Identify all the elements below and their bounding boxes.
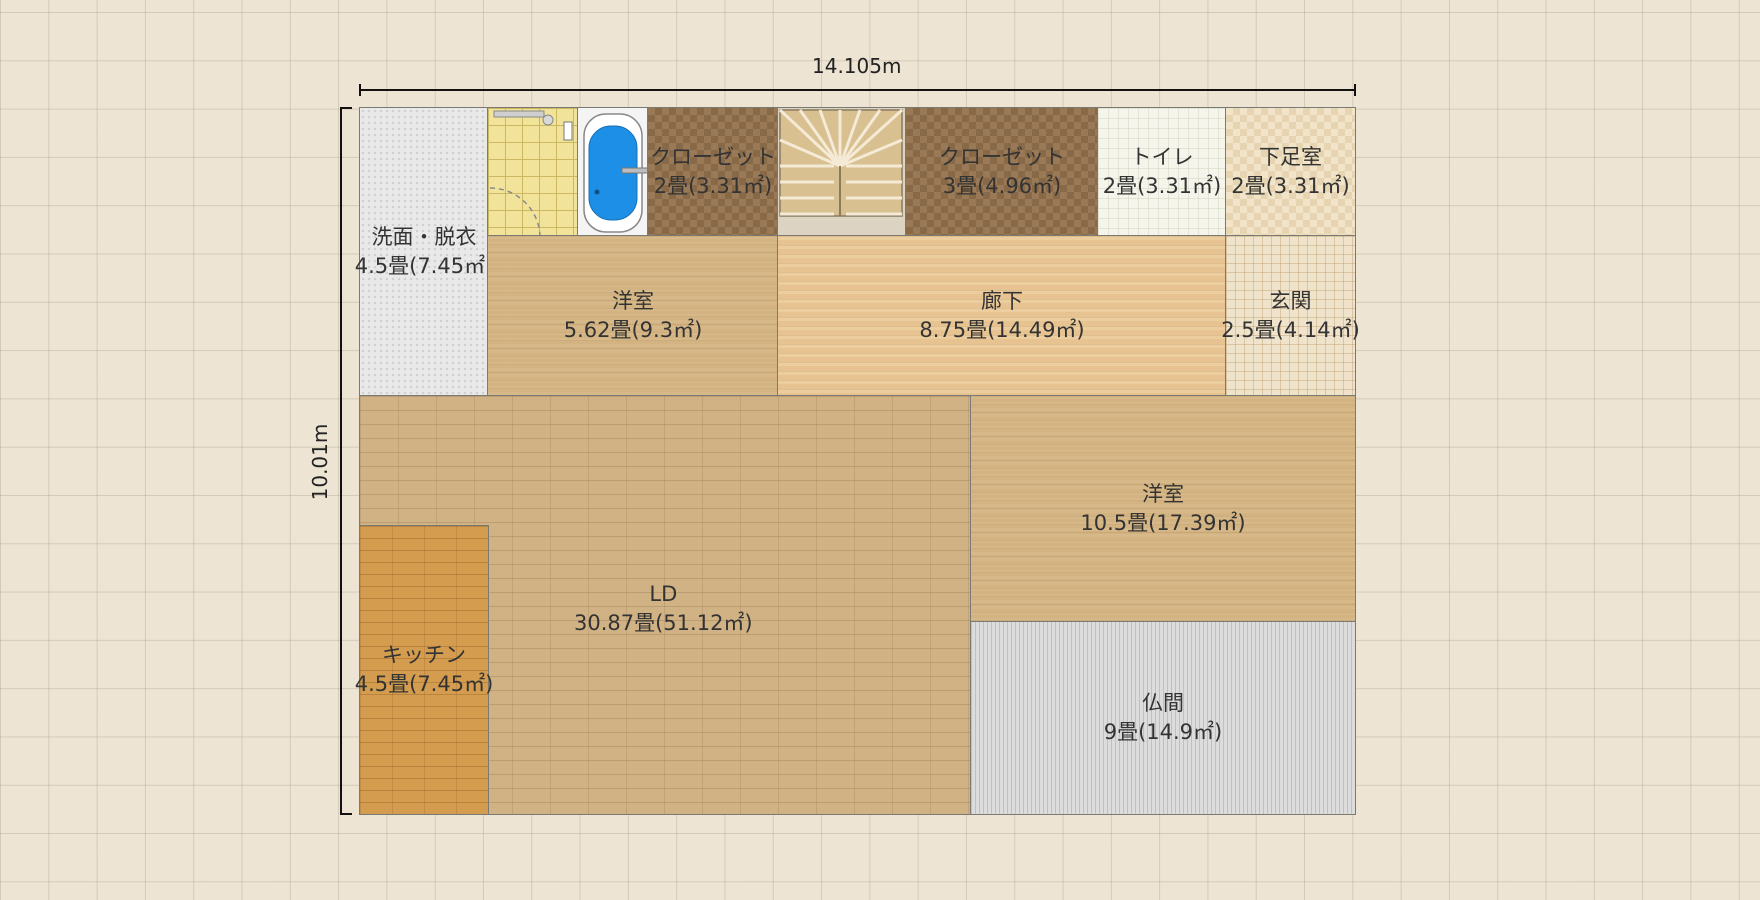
room-area: 2畳(3.31㎡) bbox=[1102, 174, 1222, 198]
room-closet-2[interactable]: クローゼット 3畳(4.96㎡) bbox=[905, 107, 1099, 237]
room-label: トイレ 2畳(3.31㎡) bbox=[1103, 143, 1222, 201]
height-dimension-line bbox=[340, 107, 342, 815]
room-area: 9畳(14.9㎡) bbox=[1103, 720, 1223, 744]
room-label: 下足室 2畳(3.31㎡) bbox=[1231, 143, 1350, 201]
room-butsuma[interactable]: 仏間 9畳(14.9㎡) bbox=[970, 621, 1356, 815]
room-label: 洋室 10.5畳(17.39㎡) bbox=[1080, 480, 1245, 538]
room-bath[interactable] bbox=[487, 107, 579, 237]
room-area: 8.75畳(14.49㎡) bbox=[919, 318, 1085, 342]
room-area: 4.5畳(7.45㎡) bbox=[354, 254, 494, 278]
room-entrance[interactable]: 玄関 2.5畳(4.14㎡) bbox=[1221, 235, 1360, 397]
staircase-icon bbox=[778, 108, 904, 217]
room-name: 洋室 bbox=[611, 289, 654, 313]
room-senmen-datsui[interactable]: 洗面・脱衣 4.5畳(7.45㎡) bbox=[355, 107, 493, 397]
room-name: クローゼット bbox=[650, 145, 776, 169]
room-toilet[interactable]: トイレ 2畳(3.31㎡) bbox=[1097, 107, 1227, 237]
height-dimension-label: 10.01m bbox=[308, 423, 332, 501]
room-stairs[interactable] bbox=[777, 107, 907, 237]
room-name: クローゼット bbox=[939, 145, 1065, 169]
room-area: 30.87畳(51.12㎡) bbox=[574, 611, 753, 635]
room-label: 廊下 8.75畳(14.49㎡) bbox=[919, 287, 1084, 345]
width-dimension-label: 14.105m bbox=[812, 54, 902, 78]
width-dimension-line bbox=[359, 89, 1356, 91]
height-dimension-tick-top bbox=[340, 107, 352, 109]
room-label: クローゼット 3畳(4.96㎡) bbox=[939, 143, 1065, 201]
room-youshitsu-2[interactable]: 洋室 10.5畳(17.39㎡) bbox=[970, 395, 1356, 623]
width-dimension-tick-left bbox=[359, 84, 361, 96]
room-label: 洋室 5.62畳(9.3㎡) bbox=[564, 287, 703, 345]
room-kitchen[interactable]: キッチン 4.5畳(7.45㎡) bbox=[355, 525, 493, 815]
room-area: 3畳(4.96㎡) bbox=[942, 174, 1062, 198]
room-name: トイレ bbox=[1130, 145, 1194, 169]
room-label: キッチン 4.5畳(7.45㎡) bbox=[355, 641, 494, 699]
room-name: LD bbox=[649, 582, 678, 606]
room-area: 4.5畳(7.45㎡) bbox=[354, 672, 494, 696]
shower-icon bbox=[489, 110, 573, 237]
room-name: 廊下 bbox=[980, 289, 1023, 313]
room-area: 10.5畳(17.39㎡) bbox=[1080, 511, 1246, 535]
room-name: 下足室 bbox=[1258, 145, 1322, 169]
room-label: LD 30.87畳(51.12㎡) bbox=[574, 580, 753, 638]
room-name: 玄関 bbox=[1269, 289, 1312, 313]
room-area: 5.62畳(9.3㎡) bbox=[563, 318, 703, 342]
room-name: 洗面・脱衣 bbox=[371, 225, 477, 249]
floor-plan: 洗面・脱衣 4.5畳(7.45㎡) クローゼット 2畳(3.31㎡) bbox=[355, 107, 1360, 815]
room-area: 2.5畳(4.14㎡) bbox=[1221, 318, 1360, 342]
room-youshitsu-1[interactable]: 洋室 5.62畳(9.3㎡) bbox=[487, 235, 779, 397]
room-hallway[interactable]: 廊下 8.75畳(14.49㎡) bbox=[777, 235, 1227, 397]
room-name: キッチン bbox=[382, 643, 466, 667]
room-area: 2畳(3.31㎡) bbox=[1231, 174, 1350, 198]
height-dimension-tick-bottom bbox=[340, 813, 352, 815]
room-closet-1[interactable]: クローゼット 2畳(3.31㎡) bbox=[647, 107, 779, 237]
bathtub-area[interactable] bbox=[577, 107, 649, 237]
room-name: 仏間 bbox=[1141, 691, 1184, 715]
room-label: クローゼット 2畳(3.31㎡) bbox=[650, 143, 776, 201]
room-name: 洋室 bbox=[1141, 482, 1184, 506]
room-label: 玄関 2.5畳(4.14㎡) bbox=[1221, 287, 1360, 345]
room-shoe-room[interactable]: 下足室 2畳(3.31㎡) bbox=[1225, 107, 1356, 237]
bathtub-icon bbox=[583, 113, 649, 233]
width-dimension-tick-right bbox=[1354, 84, 1356, 96]
room-area: 2畳(3.31㎡) bbox=[653, 174, 773, 198]
room-label: 仏間 9畳(14.9㎡) bbox=[1104, 689, 1223, 747]
room-label: 洗面・脱衣 4.5畳(7.45㎡) bbox=[355, 223, 494, 281]
